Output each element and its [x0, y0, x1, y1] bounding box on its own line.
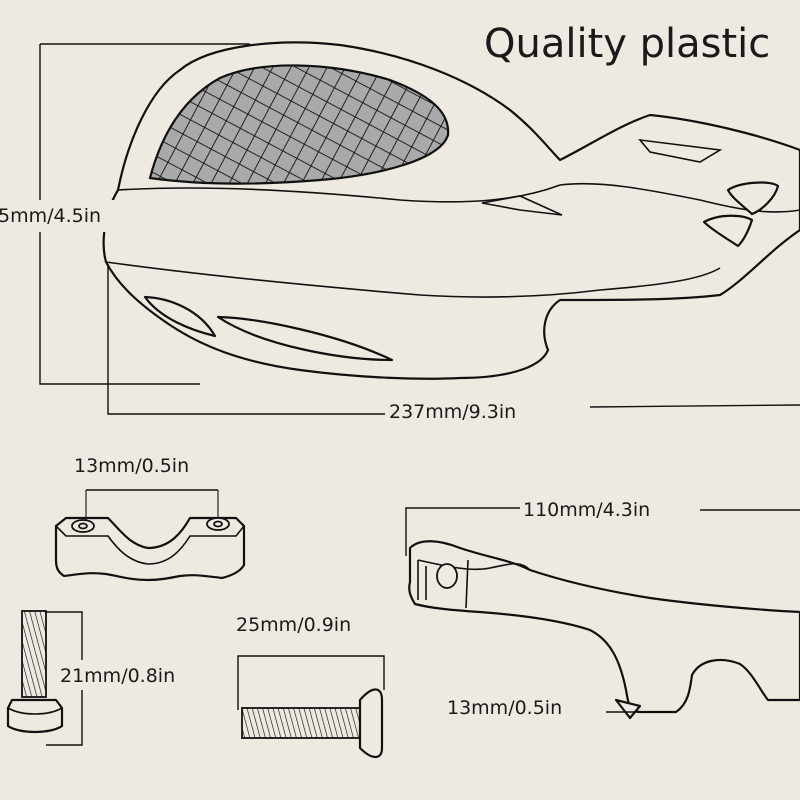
clamp-part [54, 489, 246, 582]
long-bolt-label: 25mm/0.9in [236, 614, 351, 636]
short-bolt-label: 21mm/0.8in [60, 665, 175, 687]
shell-dimension-lines [39, 43, 800, 415]
clamp-width-label: 13mm/0.5in [74, 455, 189, 477]
mesh-vent [148, 64, 450, 185]
length-label: 237mm/9.3in [389, 401, 516, 423]
bracket-hole-label: 13mm/0.5in [447, 697, 562, 719]
bracket-part [405, 507, 800, 720]
handguard-shell [102, 41, 800, 380]
title: Quality plastic [484, 21, 770, 67]
bracket-length-label: 110mm/4.3in [523, 499, 650, 521]
short-bolt [6, 610, 83, 746]
height-label: 5mm/4.5in [0, 205, 101, 227]
long-bolt [237, 655, 385, 759]
